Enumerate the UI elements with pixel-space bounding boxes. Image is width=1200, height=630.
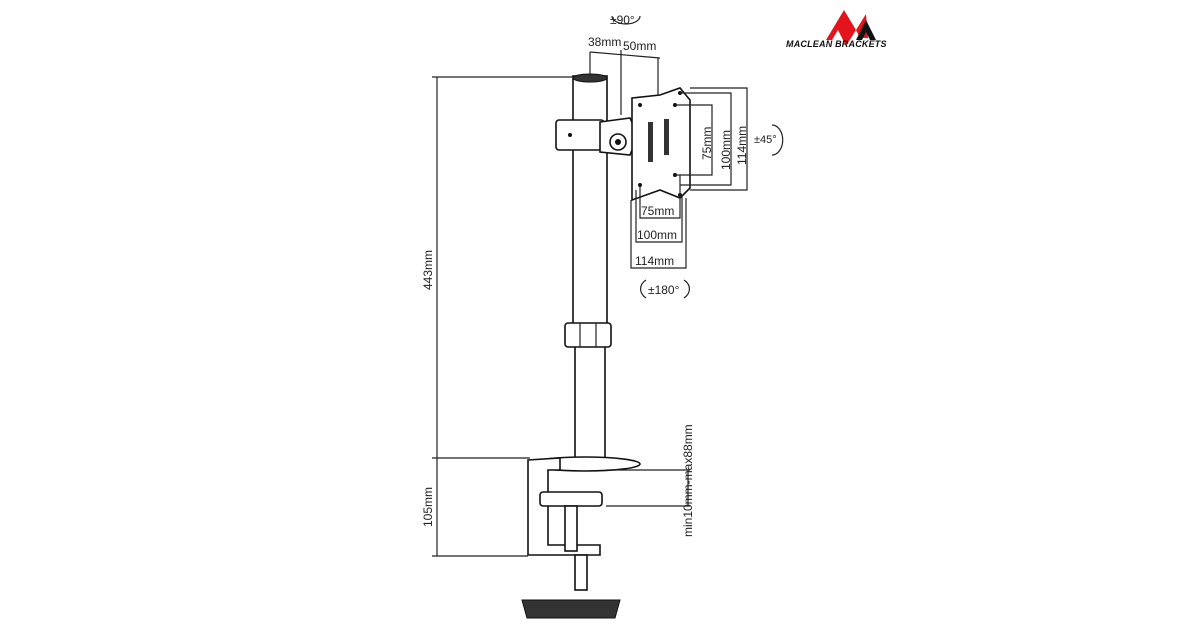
- maclean-logo: MACLEAN BRACKETS: [786, 10, 887, 49]
- offset-b-label: 50mm: [623, 39, 656, 53]
- desk-thickness-label: min10mm-max88mm: [681, 424, 695, 537]
- brand-name: MACLEAN BRACKETS: [786, 39, 887, 49]
- vesa-plate: [631, 87, 691, 202]
- height-label: 443mm: [421, 250, 435, 290]
- dimension-lines: [432, 15, 784, 557]
- offset-a-label: 38mm: [588, 35, 621, 49]
- rotation-label: ±180°: [648, 283, 680, 297]
- vesa-v-114-label: 114mm: [735, 126, 749, 165]
- tilt-head: [555, 117, 639, 156]
- vesa-h-75-label: 75mm: [641, 204, 674, 218]
- vesa-h-100-label: 100mm: [637, 228, 677, 242]
- vesa-v-100-label: 100mm: [719, 130, 733, 170]
- vesa-v-75-label: 75mm: [700, 127, 714, 160]
- clamp-height-label: 105mm: [421, 487, 435, 527]
- tilt-label: ±90°: [610, 13, 635, 27]
- vesa-h-114-label: 114mm: [635, 254, 674, 268]
- desk-clamp: [521, 456, 641, 619]
- swivel-label: ±45°: [754, 134, 777, 146]
- height-collar: [564, 322, 612, 348]
